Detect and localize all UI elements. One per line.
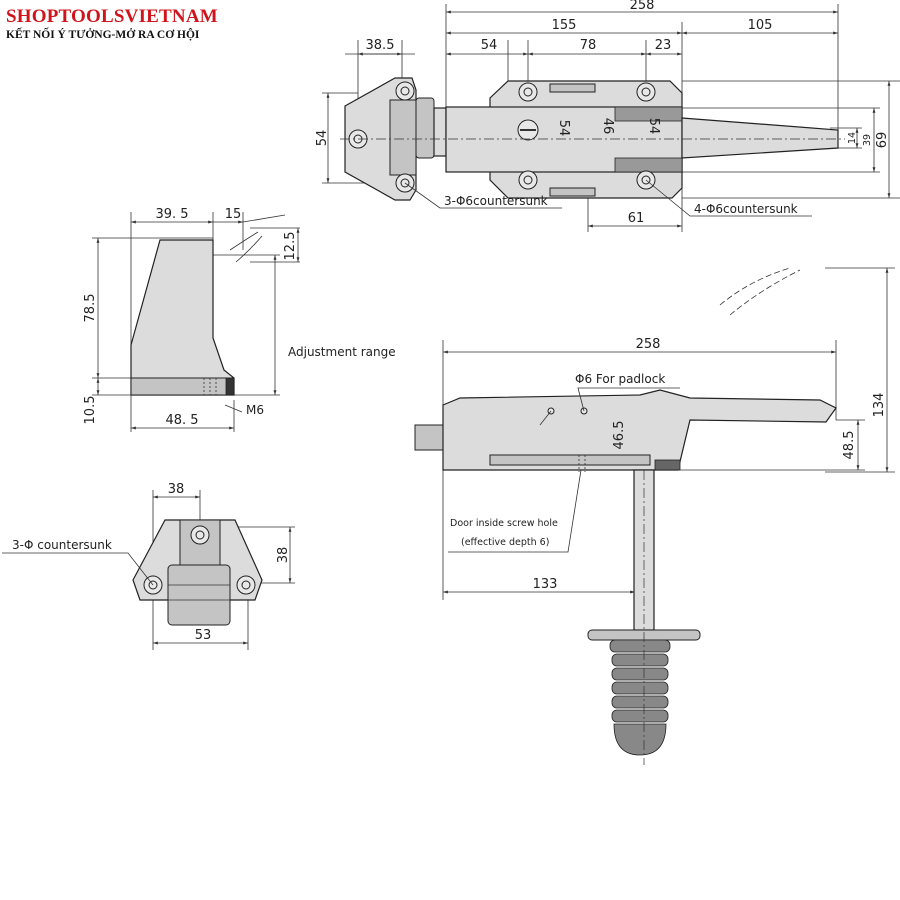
dim-61: 61 [628,211,645,226]
dim-plate-46: 46 [600,118,615,135]
dim-69: 69 [875,132,890,149]
dim-78-5: 78.5 [83,294,98,323]
dim-23: 23 [655,38,672,53]
screw-hole-depth-label: (effective depth 6) [461,537,549,548]
brand-logo: SHOPTOOLSVIETNAM KẾT NỐI Ý TƯỞNG-MỞ RA C… [6,6,218,41]
dim-134: 134 [872,393,887,418]
brand-tagline: KẾT NỐI Ý TƯỞNG-MỞ RA CƠ HỘI [6,29,200,41]
dim-53: 53 [195,628,212,643]
dim-hinge-38-5: 38.5 [366,38,395,53]
dim-105: 105 [748,18,773,33]
dim-133: 133 [533,577,558,592]
dim-15: 15 [225,207,242,222]
dim-48-5-front: 48.5 [842,431,857,460]
dim-hinge-38-v: 38 [276,547,291,564]
dim-hinge-38-h: 38 [168,482,185,497]
handle-knob [609,639,671,756]
dim-46-5: 46.5 [612,421,627,450]
dim-overall-length: 258 [630,0,655,13]
hinge-holes-label: 3-Φ6countersunk [444,194,548,208]
handle-lever [681,117,839,159]
dim-front-258: 258 [636,337,661,352]
screw-hole-label: Door inside screw hole [450,518,558,529]
side-body [130,239,235,396]
dim-39: 39 [862,134,873,146]
top-view: 258 155 105 54 78 23 38.5 54 54 46 54 14… [315,0,900,232]
dim-78: 78 [580,38,597,53]
dim-48-5: 48. 5 [165,413,198,428]
dim-54: 54 [481,38,498,53]
dim-plate-54b: 54 [646,118,661,135]
dim-39-5: 39. 5 [155,207,188,222]
plate-holes-label: 4-Φ6countersunk [694,202,798,216]
dim-12-5: 12.5 [283,232,298,261]
adjustment-range-label: Adjustment range [288,345,396,359]
dim-hinge-54: 54 [315,130,330,147]
side-view: 39. 5 15 12.5 78.5 10.5 48. 5 Adjustment… [83,207,396,432]
dim-plate-54a: 54 [556,120,571,137]
m6-label: M6 [246,403,264,417]
hinge-holes-label-2: 3-Φ countersunk [12,538,112,552]
brand-name: SHOPTOOLSVIETNAM [6,6,218,27]
dim-155: 155 [552,18,577,33]
hinge-view: 38 38 53 3-Φ countersunk [2,482,295,650]
dim-10-5: 10.5 [83,396,98,425]
padlock-label: Φ6 For padlock [575,372,665,386]
front-view: 258 Φ6 For padlock 46.5 48.5 134 133 Doo… [414,267,895,765]
dim-14: 14 [847,132,858,144]
